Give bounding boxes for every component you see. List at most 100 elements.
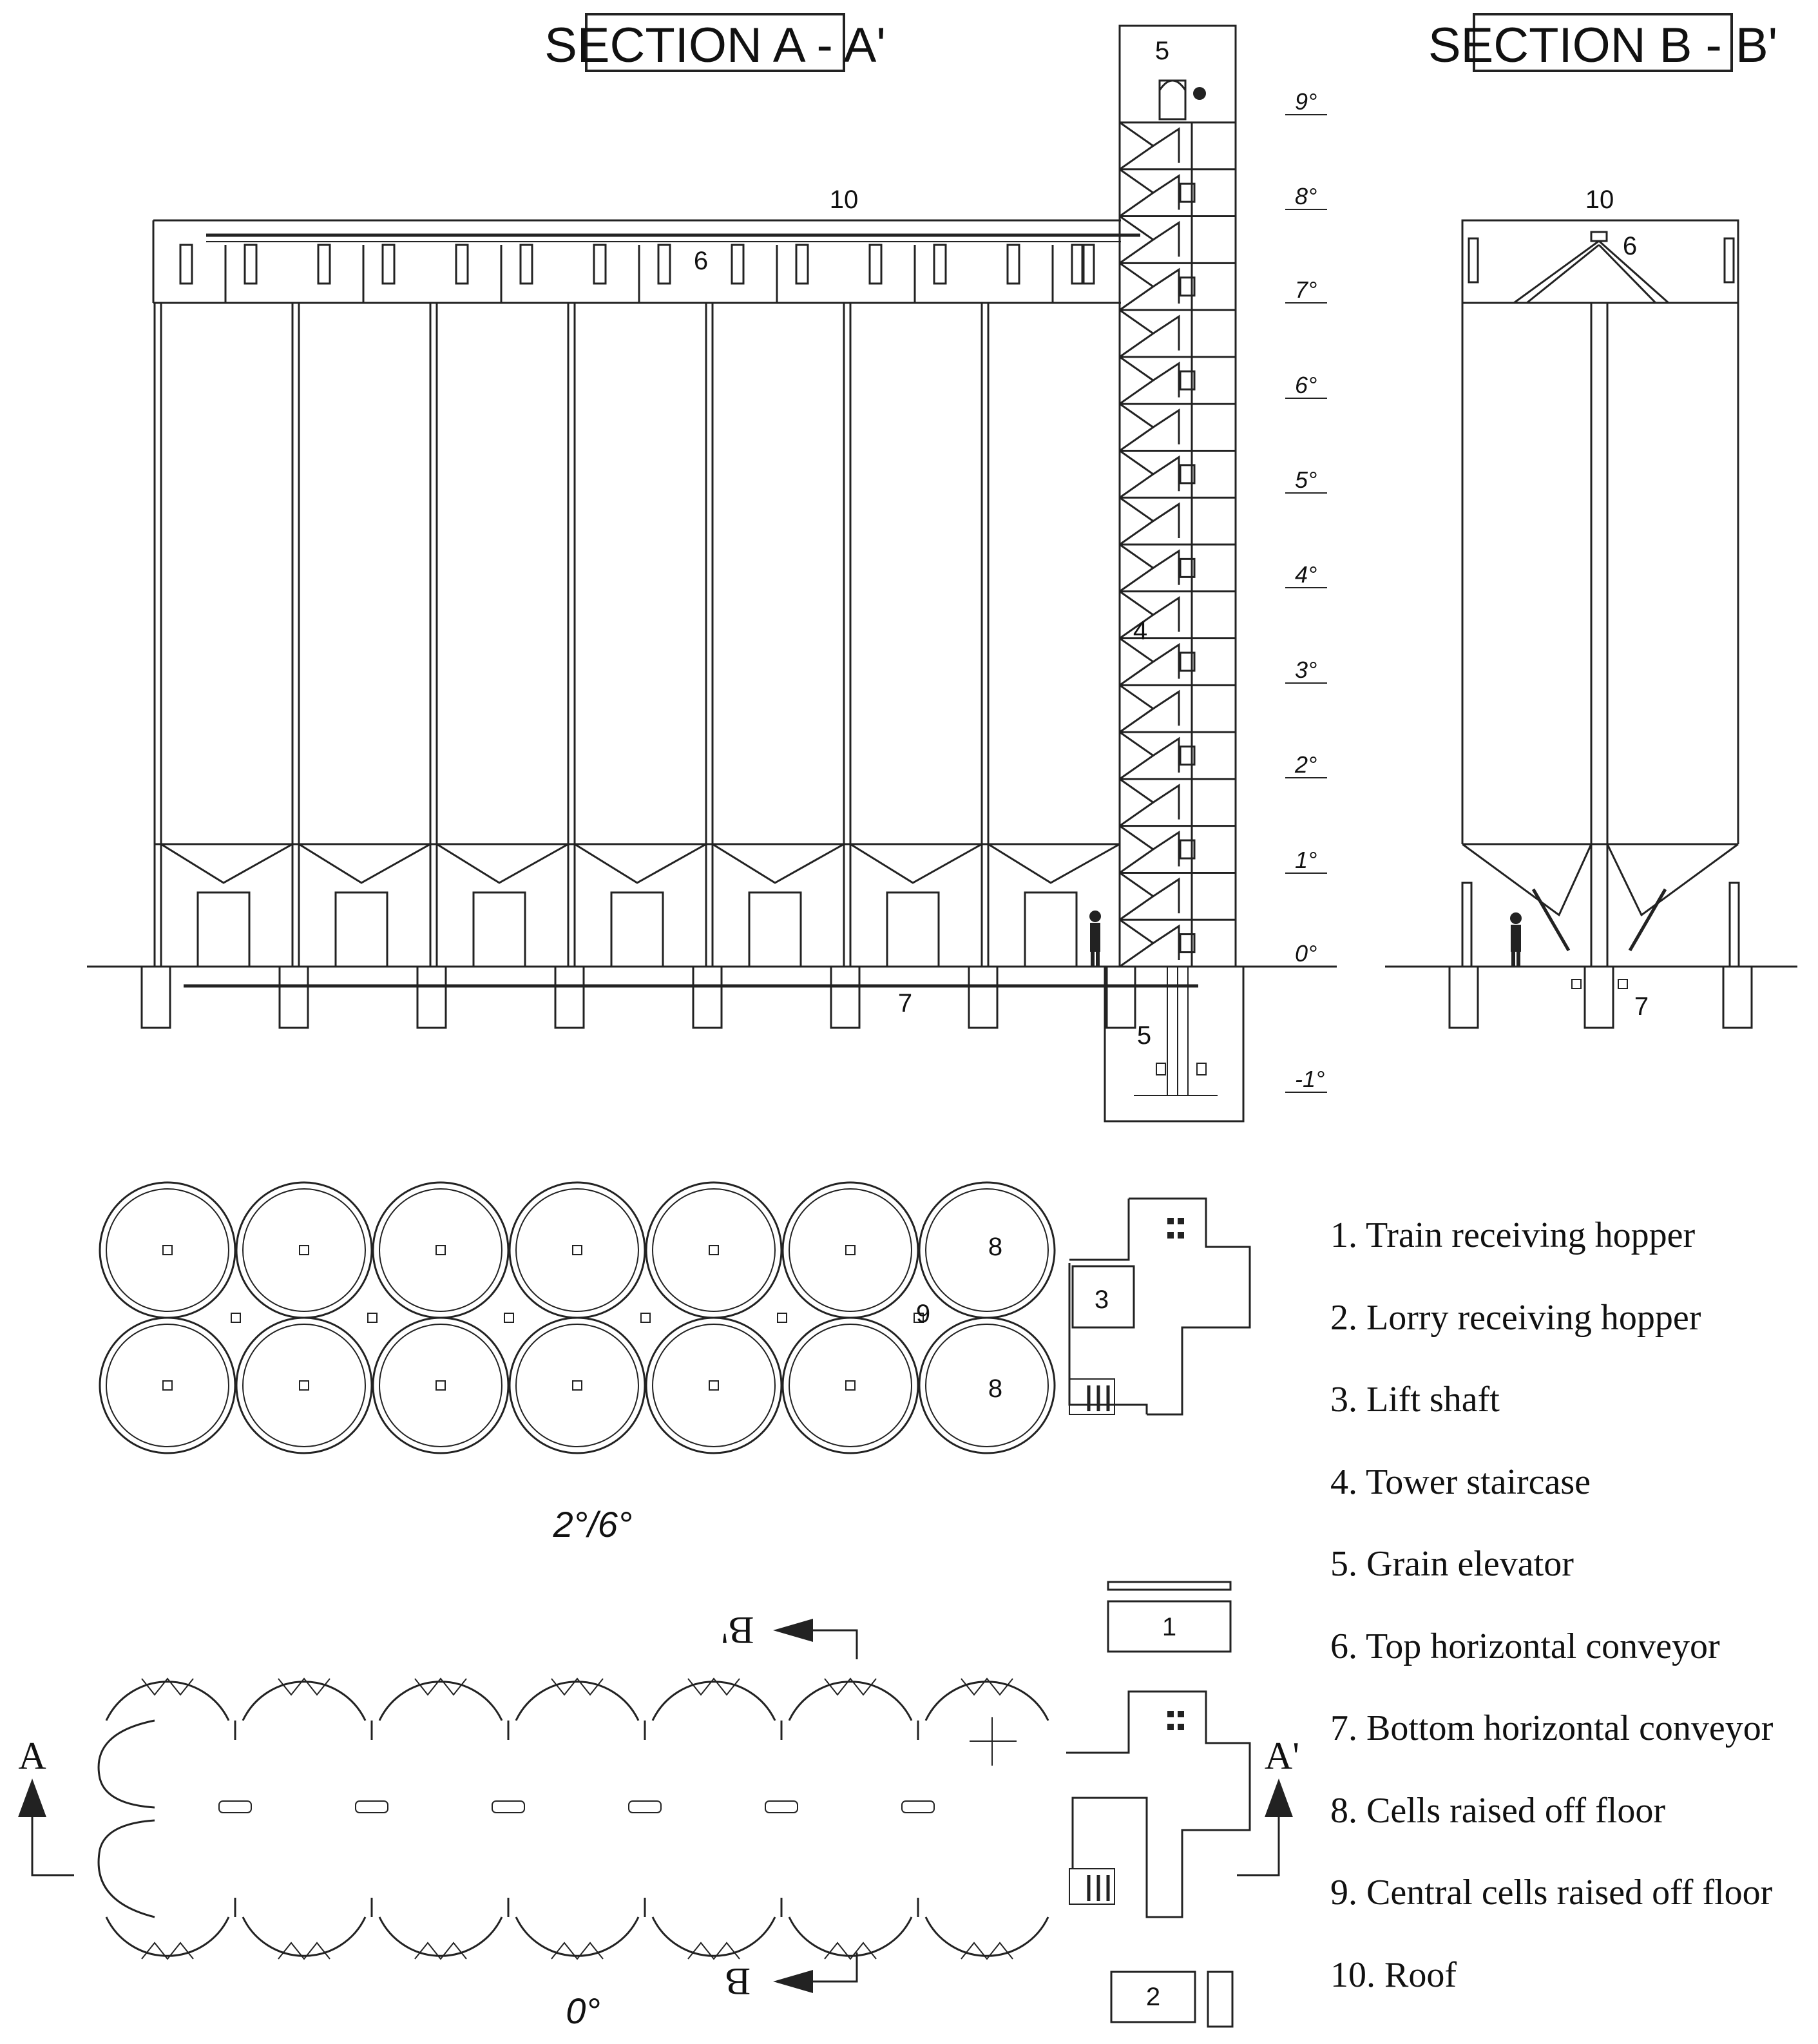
roof-window [1081,244,1095,285]
cell-hopper [436,843,569,884]
stair-flight [1119,731,1155,780]
footing [140,965,171,1029]
hopper-outlet-bottom [141,1942,194,1960]
plan-cell-outlet [299,1380,309,1391]
plan-cell-ring [235,1181,373,1319]
plan-cell-outlet [572,1380,582,1391]
level-label: 4° [1295,561,1317,588]
level-label: 3° [1295,657,1317,683]
section-aa-roof [152,219,1140,304]
legend-item-5: 5. Grain elevator [1330,1544,1574,1584]
roof-window [657,244,671,285]
plan-cell-ring-inner [106,1188,229,1312]
level-label: 1° [1295,847,1317,873]
plan-cell-outlet [435,1245,446,1255]
ground-cell-arc-bottom [378,1916,503,1957]
roof-window [731,244,745,285]
tower-door [1179,276,1196,297]
stair-flight [1119,825,1155,874]
stair-flight [1153,267,1180,304]
stair-flight [1119,168,1155,217]
plan-ground-label: 0° [566,1991,600,2031]
plan-cell-ring-inner [925,1188,1049,1312]
legend-item-10: 10. Roof [1330,1955,1457,1995]
plan-cell-outlet [845,1245,856,1255]
plan-cell-ring-inner [242,1324,366,1447]
ground-cell-arc-top [515,1681,640,1721]
silo-cells-section [153,303,1121,968]
roof-window [381,244,396,285]
footing [1105,965,1136,1029]
stair-flight [1153,642,1180,679]
ground-cell-arc-top [242,1681,367,1721]
plan-cell-ring [99,1316,236,1454]
stair-flight [1119,450,1155,499]
roof-window [933,244,947,285]
tower-door [1179,557,1196,578]
stair-flight [1153,595,1180,632]
roof-windows [179,244,1095,303]
ground-cell-arc-top [378,1681,503,1721]
stair-flight [1153,549,1180,585]
legend: 1. Train receiving hopper 2. Lorry recei… [1330,1215,1774,1995]
section-mark-b-prime: B' [722,1609,754,1652]
level-label: 5° [1295,467,1317,493]
level-label: 8° [1295,183,1317,209]
stair-flight [1119,403,1155,452]
plan-cell-ring [645,1316,783,1454]
floor-opening [765,1800,798,1813]
plan-cell-ring [99,1181,236,1319]
cell-hopper [574,843,707,884]
stair-flight [1153,314,1180,351]
callout-lift-shaft: 3 [1095,1286,1109,1314]
ground-cell-arc-bottom [788,1916,913,1957]
section-aa-title-box [585,13,845,72]
tower-door [1179,839,1196,860]
person-figure-b [1510,912,1522,967]
lorry-hopper [1110,1971,1196,2023]
plan-cell-outlet [299,1245,309,1255]
cell-opening [334,891,388,968]
hopper-outlet-top [824,1677,877,1696]
hopper-outlet-bottom [961,1942,1013,1960]
floor-opening [492,1800,525,1813]
legend-item-3: 3. Lift shaft [1330,1380,1500,1420]
stair-flight [1119,121,1155,171]
plan-cell-ring-inner [379,1188,502,1312]
legend-item-8: 8. Cells raised off floor [1330,1791,1665,1831]
section-arrow-b-bottom: B [725,1952,858,2003]
footing [830,965,861,1029]
roof-window [795,244,809,285]
section-mark-b: B [725,1960,751,2003]
stair-flight [1119,684,1155,733]
stair-flight [1153,924,1180,960]
stair-flight [1119,872,1155,921]
callout-bottom-conveyor-a: 7 [898,989,912,1017]
level-label: 6° [1295,372,1317,398]
plan-cell-ring-inner [106,1324,229,1447]
hopper-outlet-bottom [551,1942,604,1960]
plan-cell-ring-inner [515,1188,639,1312]
hopper-outlet-bottom [278,1942,330,1960]
level-label: 0° [1295,940,1317,967]
tower-door [1179,464,1196,485]
plan-cell-outlet [435,1380,446,1391]
interstitial-outlet [231,1313,241,1323]
roof-window [1006,244,1020,285]
hopper-outlet-bottom [824,1942,877,1960]
roof-window [455,244,469,285]
hopper-outlet-top [961,1677,1013,1696]
stair-flight [1153,127,1180,163]
callout-lorry-hopper: 2 [1146,1983,1160,2011]
callout-cell-upper: 8 [988,1233,1002,1261]
floor-opening [218,1800,252,1813]
hopper-outlet-top [551,1677,604,1696]
callout-train-hopper: 1 [1162,1613,1176,1641]
tower-door [1179,182,1196,203]
level-markers: 9°8°7°6°5°4°3°2°1°0°-1° [1285,88,1327,1093]
callout-central-cells: 9 [916,1300,930,1328]
ground-cell-arc-top [924,1681,1049,1721]
legend-item-4: 4. Tower staircase [1330,1462,1591,1502]
interstitial-outlet [640,1313,651,1323]
